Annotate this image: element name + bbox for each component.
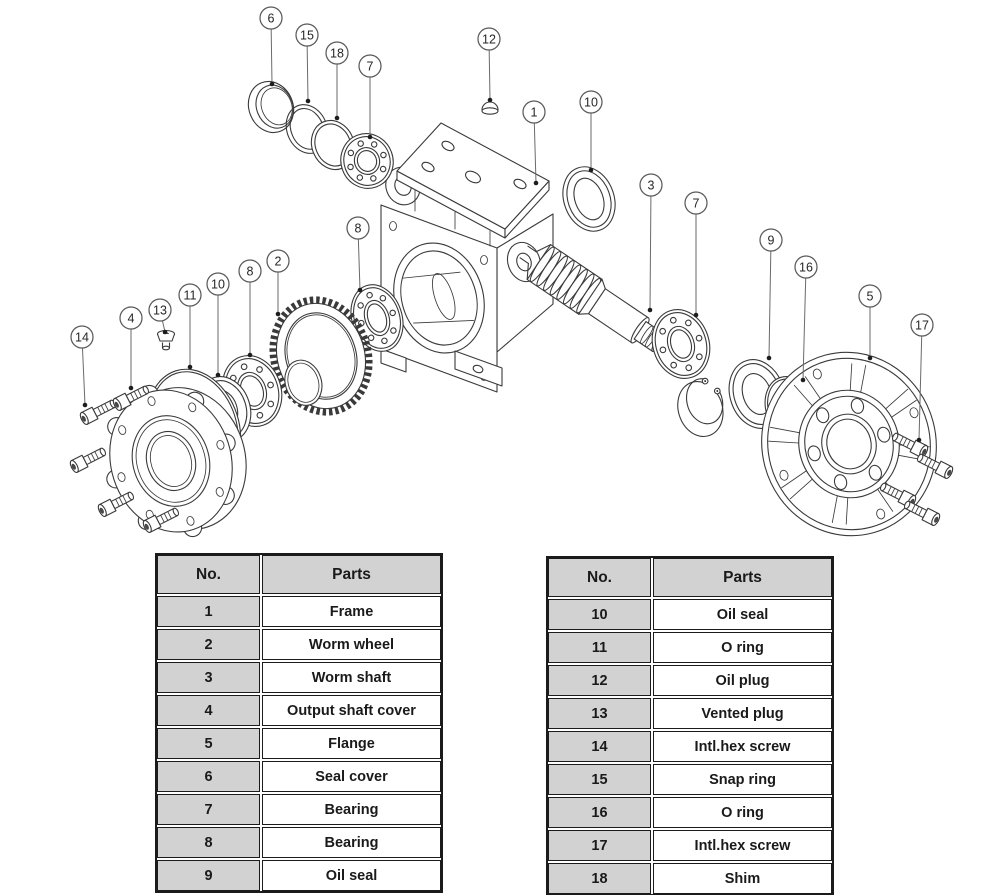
part-name: Seal cover [262, 761, 441, 792]
parts-table-10-18: No. Parts 10 Oil seal 11 O ring 12 Oil p… [546, 556, 834, 895]
part-number: 10 [548, 599, 651, 630]
callout-5: 5 [858, 284, 882, 308]
callout-1: 1 [522, 100, 546, 124]
part-number: 13 [548, 698, 651, 729]
part-name: Vented plug [653, 698, 832, 729]
callout-7-a: 7 [358, 54, 382, 78]
bearing-7a-part [340, 133, 394, 189]
column-header-parts: Parts [262, 555, 441, 594]
part-number: 11 [548, 632, 651, 663]
callout-14: 14 [70, 325, 94, 349]
part-name: Bearing [262, 827, 441, 858]
callout-13: 13 [148, 298, 172, 322]
svg-text:9: 9 [768, 234, 775, 248]
part-name: Intl.hex screw [653, 830, 832, 861]
callout-7-b: 7 [684, 191, 708, 215]
svg-text:10: 10 [584, 96, 598, 110]
column-header-no: No. [157, 555, 260, 594]
callout-10-a: 10 [579, 90, 603, 114]
part-name: Oil plug [653, 665, 832, 696]
callout-16: 16 [794, 255, 818, 279]
svg-text:8: 8 [355, 222, 362, 236]
callout-6: 6 [259, 6, 283, 30]
part-number: 1 [157, 596, 260, 627]
part-name: Frame [262, 596, 441, 627]
callout-9: 9 [759, 228, 783, 252]
svg-text:1: 1 [531, 106, 538, 120]
svg-text:16: 16 [799, 261, 813, 275]
callout-12: 12 [477, 27, 501, 51]
part-number: 12 [548, 665, 651, 696]
callout-15: 15 [295, 23, 319, 47]
part-number: 7 [157, 794, 260, 825]
callout-18: 18 [325, 41, 349, 65]
callout-4: 4 [119, 306, 143, 330]
part-name: Worm wheel [262, 629, 441, 660]
part-name: O ring [653, 797, 832, 828]
callout-17: 17 [910, 313, 934, 337]
svg-text:2: 2 [275, 255, 282, 269]
svg-text:4: 4 [128, 312, 135, 326]
svg-text:13: 13 [153, 304, 167, 318]
part-number: 8 [157, 827, 260, 858]
svg-text:17: 17 [915, 319, 929, 333]
part-number: 6 [157, 761, 260, 792]
oil-plug-part [481, 101, 499, 115]
oil-seal-10a-part [562, 166, 616, 232]
svg-text:15: 15 [300, 29, 314, 43]
svg-text:6: 6 [268, 12, 275, 26]
snap-ring-right-part [677, 377, 724, 438]
svg-text:7: 7 [367, 60, 374, 74]
part-name: Shim [653, 863, 832, 894]
callout-2: 2 [266, 249, 290, 273]
part-number: 2 [157, 629, 260, 660]
part-number: 15 [548, 764, 651, 795]
part-name: Intl.hex screw [653, 731, 832, 762]
part-number: 18 [548, 863, 651, 894]
callout-11: 11 [178, 283, 202, 307]
output-shaft-cover-part [106, 384, 247, 538]
svg-text:12: 12 [482, 33, 496, 47]
part-name: Bearing [262, 794, 441, 825]
exploded-view-drawing: 6 15 18 7 12 1 10 3 7 9 16 5 17 14 4 13 … [68, 6, 955, 538]
part-number: 16 [548, 797, 651, 828]
svg-text:7: 7 [693, 197, 700, 211]
callout-8-a: 8 [238, 259, 262, 283]
part-number: 5 [157, 728, 260, 759]
part-name: Output shaft cover [262, 695, 441, 726]
svg-text:8: 8 [247, 265, 254, 279]
svg-text:11: 11 [184, 289, 197, 303]
worm-shaft-part [519, 244, 666, 353]
svg-text:3: 3 [648, 179, 655, 193]
callout-8-b: 8 [346, 216, 370, 240]
svg-text:18: 18 [330, 47, 344, 61]
part-name: Snap ring [653, 764, 832, 795]
column-header-parts: Parts [653, 558, 832, 597]
frame-part [380, 122, 554, 393]
part-name: Oil seal [262, 860, 441, 891]
part-name: Oil seal [653, 599, 832, 630]
svg-text:14: 14 [75, 331, 89, 345]
bearing-8b-part [350, 284, 404, 352]
part-number: 14 [548, 731, 651, 762]
callout-3: 3 [639, 173, 663, 197]
bearing-7b-part [651, 309, 711, 379]
part-name: O ring [653, 632, 832, 663]
callout-10-b: 10 [206, 272, 230, 296]
part-number: 9 [157, 860, 260, 891]
seal-cover-part [247, 80, 295, 134]
svg-text:10: 10 [211, 278, 225, 292]
part-name: Flange [262, 728, 441, 759]
parts-table-1-9: No. Parts 1 Frame 2 Worm wheel 3 Worm sh… [155, 553, 443, 893]
part-number: 3 [157, 662, 260, 693]
part-number: 17 [548, 830, 651, 861]
part-number: 4 [157, 695, 260, 726]
column-header-no: No. [548, 558, 651, 597]
part-name: Worm shaft [262, 662, 441, 693]
svg-text:5: 5 [867, 290, 874, 304]
